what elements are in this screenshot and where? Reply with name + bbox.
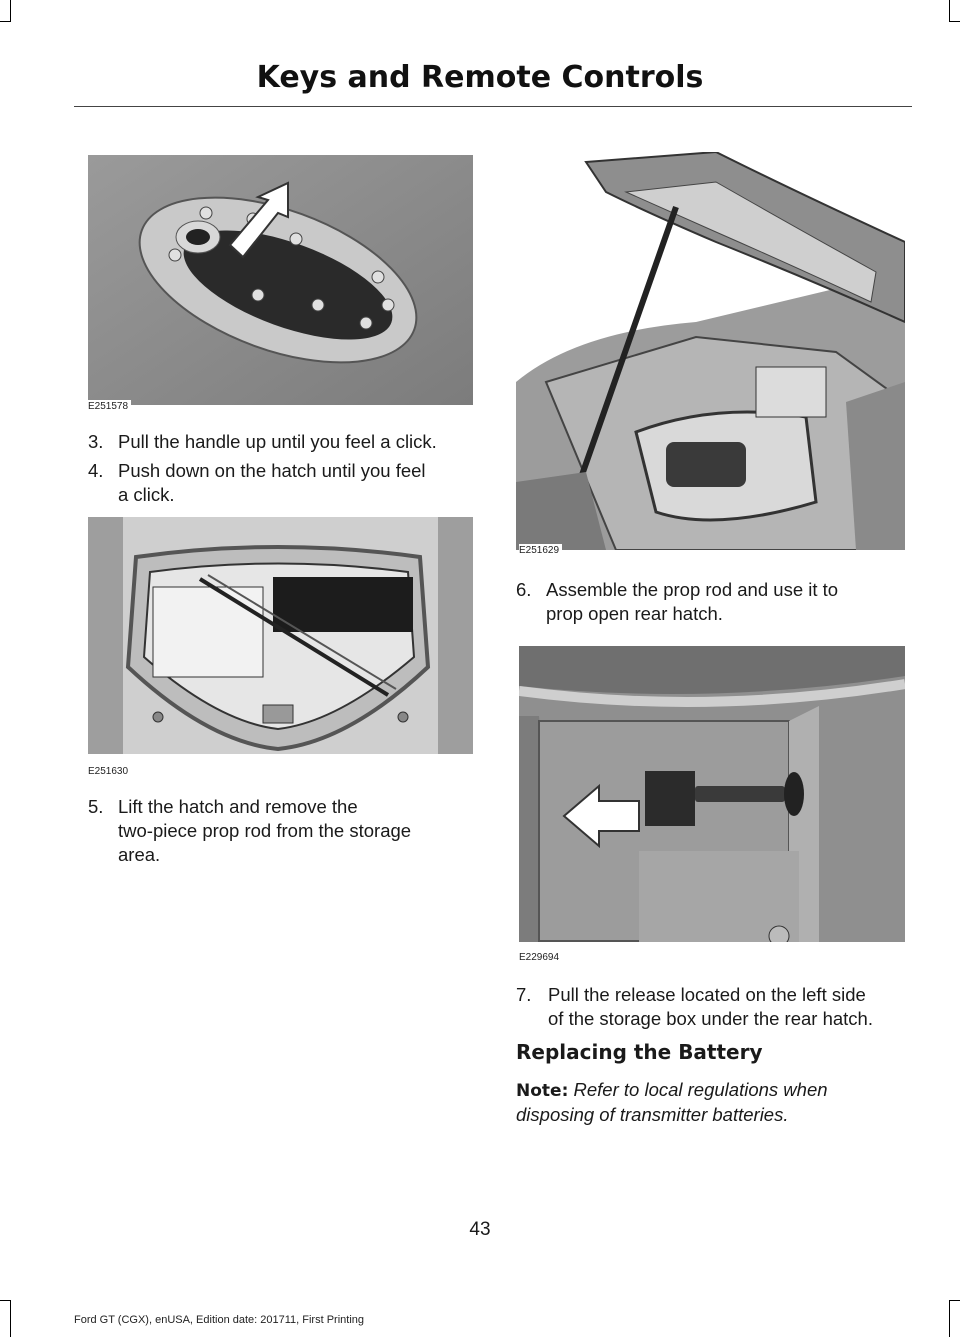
crop-mark — [949, 1300, 950, 1337]
crop-mark — [950, 21, 960, 22]
instruction-step: 3. Pull the handle up until you feel a c… — [88, 430, 488, 454]
step-text: area. — [118, 844, 161, 865]
note-label: Note: — [516, 1081, 569, 1101]
page-number: 43 — [469, 1219, 491, 1240]
note-text: disposing of transmitter batteries. — [516, 1104, 789, 1125]
step-text: a click. — [118, 484, 175, 505]
note-paragraph: Note: Refer to local regulations when di… — [516, 1078, 916, 1127]
crop-mark — [0, 1300, 10, 1301]
section-heading: Replacing the Battery — [516, 1040, 763, 1064]
step-number: 3. — [88, 431, 104, 452]
step-text: two-piece prop rod from the storage — [118, 820, 412, 841]
step-number: 6. — [516, 579, 532, 600]
step-number: 7. — [516, 984, 532, 1005]
instruction-step: 6. Assemble the prop rod and use it to p… — [516, 578, 916, 626]
step-text: Push down on the hatch until you feel — [118, 460, 426, 481]
open-rear-hatch-illustration — [516, 152, 905, 550]
crop-mark — [10, 1300, 11, 1337]
page-title: Keys and Remote Controls — [256, 60, 704, 95]
rotating-handle-arrow-illustration — [88, 155, 473, 405]
figure-id-label: E251630 — [88, 765, 132, 777]
step-text: of the storage box under the rear hatch. — [548, 1008, 873, 1029]
step-text: Assemble the prop rod and use it to — [546, 579, 839, 600]
figure-id-label: E251578 — [88, 400, 132, 412]
figure-id-label: E229694 — [519, 951, 563, 963]
storage-area-prop-rod-illustration — [88, 517, 473, 754]
step-text: Lift the hatch and remove the — [118, 796, 358, 817]
header-divider — [74, 106, 912, 107]
crop-mark — [949, 0, 950, 22]
crop-mark — [10, 0, 11, 22]
figure-id-label: E251629 — [519, 544, 563, 556]
crop-mark — [950, 1300, 960, 1301]
step-text: Pull the handle up until you feel a clic… — [118, 431, 437, 452]
instruction-step: 4. Push down on the hatch until you feel… — [88, 459, 488, 507]
step-text: prop open rear hatch. — [546, 603, 723, 624]
step-number: 5. — [88, 796, 104, 817]
release-lever-arrow-illustration — [519, 646, 905, 942]
instruction-step: 5. Lift the hatch and remove the two-pie… — [88, 795, 488, 867]
step-number: 4. — [88, 460, 104, 481]
crop-mark — [0, 21, 10, 22]
note-text: Refer to local regulations when — [573, 1079, 828, 1100]
instruction-step: 7. Pull the release located on the left … — [516, 983, 916, 1031]
step-text: Pull the release located on the left sid… — [548, 984, 866, 1005]
page-footer: Ford GT (CGX), enUSA, Edition date: 2017… — [74, 1314, 364, 1326]
